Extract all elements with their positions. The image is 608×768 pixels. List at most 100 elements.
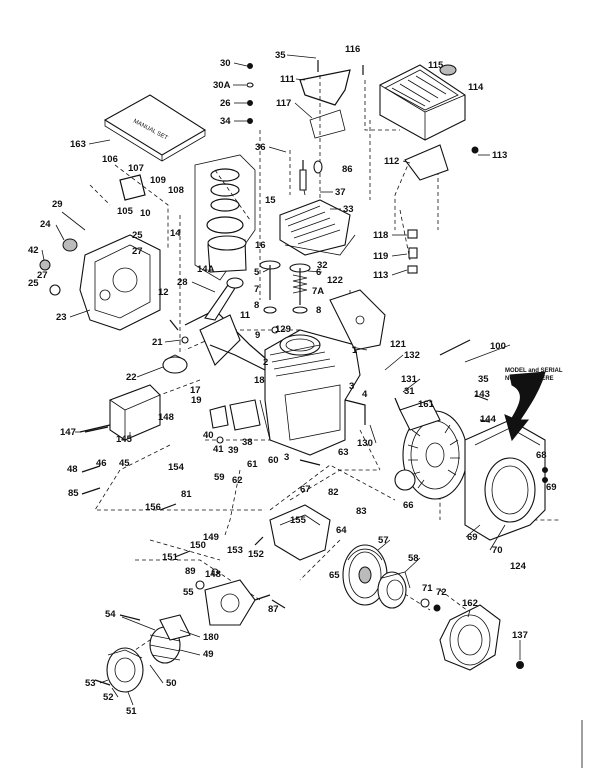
callout-131: 131	[401, 374, 418, 385]
callout-57: 57	[378, 535, 389, 546]
callout-147: 147	[60, 427, 76, 438]
callout-150: 150	[190, 540, 206, 551]
manual-book: MANUAL SET	[103, 94, 207, 162]
callout-108: 108	[168, 185, 184, 196]
callout-89: 89	[185, 566, 196, 577]
callout-66: 66	[403, 500, 414, 511]
callout-124: 124	[510, 561, 527, 572]
callout-118: 118	[373, 230, 388, 241]
callout-113: 113	[492, 150, 507, 161]
callout-71: 71	[422, 583, 433, 594]
starter-hub	[377, 571, 441, 612]
callout-72: 72	[436, 587, 447, 598]
callout-130: 130	[357, 438, 373, 449]
flywheel	[394, 399, 468, 500]
callout-23: 23	[56, 312, 67, 323]
valves	[259, 260, 311, 334]
piston-rings	[194, 154, 256, 281]
callout-82: 82	[328, 487, 339, 498]
callout-107: 107	[128, 163, 144, 174]
callout-14: 14	[170, 228, 181, 239]
callout-3b: 3	[284, 452, 289, 463]
engine-block	[264, 329, 366, 456]
callout-2: 2	[263, 357, 268, 368]
callout-113b: 113	[373, 270, 388, 281]
callout-61: 61	[247, 459, 258, 470]
callout-34: 34	[220, 116, 231, 127]
bracket	[329, 289, 386, 351]
callout-119: 119	[373, 251, 388, 262]
air-cleaner	[299, 60, 466, 141]
callout-117: 117	[276, 98, 291, 109]
callout-48: 48	[67, 464, 78, 475]
hardware-column	[246, 63, 254, 124]
callout-27b: 27	[37, 270, 48, 281]
callout-69a: 69	[546, 482, 557, 493]
callout-28: 28	[177, 277, 188, 288]
recoil-starter	[439, 604, 524, 671]
callout-65: 65	[329, 570, 340, 581]
starter-pulley	[342, 544, 388, 606]
callout-50: 50	[166, 678, 177, 689]
callout-39: 39	[228, 445, 239, 456]
callout-38: 38	[242, 437, 253, 448]
callout-149: 149	[203, 532, 219, 543]
model-note-line1: MODEL and SERIAL	[505, 368, 563, 374]
callout-105: 105	[117, 206, 134, 217]
crankshaft	[169, 277, 266, 371]
callout-162: 162	[462, 598, 478, 609]
callout-22: 22	[126, 372, 137, 383]
bracket-upper	[404, 144, 479, 274]
callout-46: 46	[96, 458, 107, 469]
callout-70: 70	[492, 545, 503, 556]
callout-4: 4	[362, 389, 368, 400]
callout-42: 42	[28, 245, 39, 256]
callout-67: 67	[300, 484, 311, 495]
callout-129: 129	[275, 324, 291, 335]
callout-3: 3	[349, 381, 354, 392]
callout-pointers	[41, 54, 521, 706]
air-filter-stack	[106, 614, 191, 693]
muffler	[79, 384, 161, 441]
callout-51: 51	[126, 706, 137, 717]
callout-19: 19	[191, 395, 202, 406]
callout-112: 112	[384, 156, 399, 167]
callout-10: 10	[140, 208, 151, 219]
callout-153: 153	[227, 545, 243, 556]
callout-83: 83	[356, 506, 367, 517]
callout-81: 81	[181, 489, 192, 500]
callout-121: 121	[390, 339, 407, 350]
lower-shroud	[269, 504, 331, 561]
callout-111: 111	[280, 74, 296, 85]
callout-122: 122	[327, 275, 343, 286]
callout-161: 161	[418, 399, 435, 410]
callout-148a: 148	[158, 412, 174, 423]
callout-35b: 35	[478, 374, 489, 385]
callout-52: 52	[103, 692, 114, 703]
callout-60: 60	[268, 455, 279, 466]
callout-152: 152	[248, 549, 264, 560]
callout-55: 55	[183, 587, 194, 598]
callout-64: 64	[336, 525, 347, 536]
callout-30: 30	[220, 58, 231, 69]
callout-143: 143	[474, 389, 490, 400]
callout-155: 155	[290, 515, 307, 526]
callout-6: 6	[316, 267, 321, 278]
callout-32: 32	[317, 260, 328, 271]
callout-5: 5	[254, 267, 260, 278]
model-tag-arrow: MODEL and SERIAL NUMBERS HERE	[504, 368, 563, 442]
callout-69b: 69	[467, 532, 478, 543]
callout-154: 154	[168, 462, 185, 473]
callout-137: 137	[512, 630, 528, 641]
callout-49: 49	[203, 649, 214, 660]
spark-plug	[299, 160, 307, 191]
callout-116: 116	[345, 44, 360, 55]
carburetor	[195, 568, 271, 626]
callout-35a: 35	[275, 50, 286, 61]
callout-7A: 7A	[312, 286, 324, 297]
callout-14A: 14A	[197, 264, 215, 275]
callout-31: 31	[404, 386, 415, 397]
callout-8a: 8	[254, 300, 259, 311]
model-note-line2: NUMBERS HERE	[505, 376, 554, 382]
callout-144: 144	[480, 414, 497, 425]
